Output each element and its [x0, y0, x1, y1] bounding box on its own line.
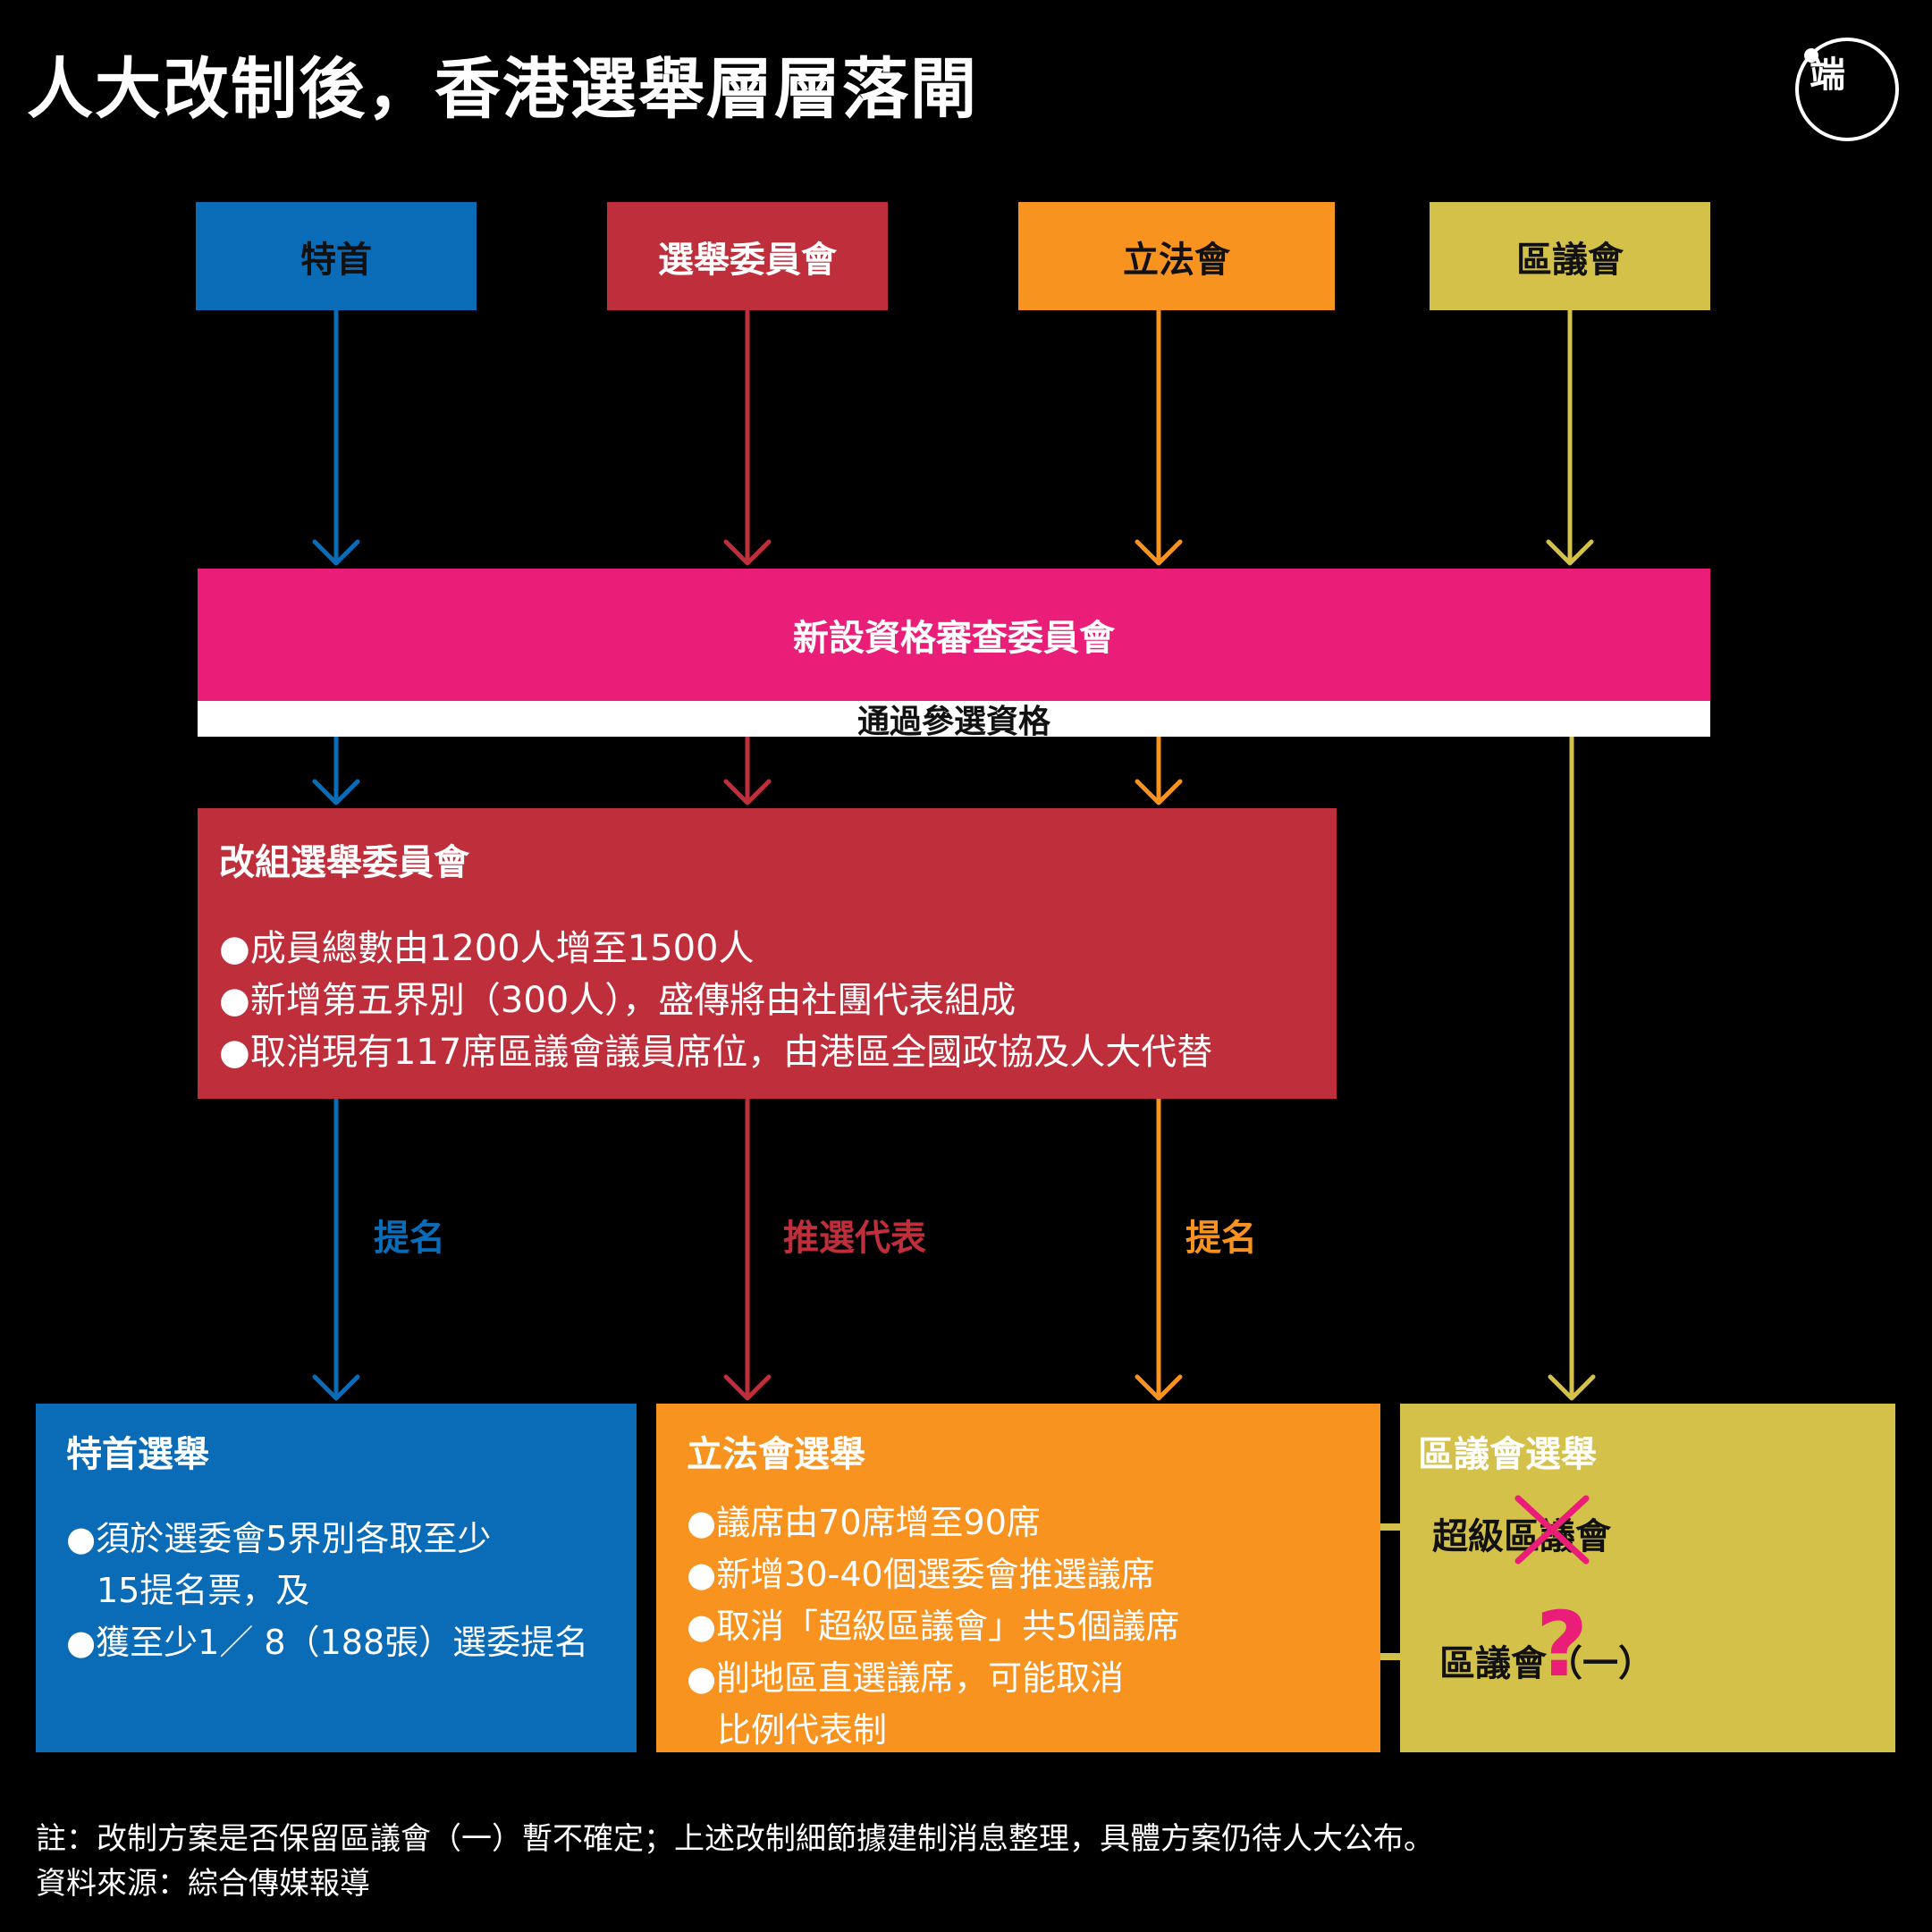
- lc-election-box: 立法會選舉 ●議席由70席增至90席 ●新增30-40個選委會推選議席 ●取消「…: [656, 1404, 1380, 1752]
- question-mark-icon: ?: [1536, 1592, 1589, 1697]
- header-election-committee: 選舉委員會: [607, 202, 888, 310]
- label-ce-nominate: 提名: [374, 1218, 445, 1259]
- ce-election-title: 特首選舉: [66, 1434, 209, 1475]
- arrow-ce-to-vetting: [312, 308, 360, 566]
- arrow-ec-to-lc-election: [723, 1096, 772, 1401]
- restructured-ec-title: 改組選舉委員會: [219, 842, 469, 883]
- restructured-ec-box: 改組選舉委員會 ●成員總數由1200人增至1500人 ●新增第五界別（300人）…: [198, 808, 1337, 1099]
- list-item: ●獲至少1／ 8（188張）選委提名: [66, 1623, 589, 1662]
- dc-election-title: 區議會選舉: [1418, 1434, 1597, 1475]
- super-dc-label: 超級區議會: [1432, 1516, 1611, 1557]
- header-legco: 立法會: [1018, 202, 1335, 310]
- dc-election-box: 區議會選舉: [1400, 1404, 1895, 1752]
- arrow-dc-to-election: [1548, 734, 1596, 1401]
- cross-icon: [1514, 1495, 1590, 1565]
- source-line: 資料來源：綜合傳媒報導: [36, 1866, 370, 1902]
- list-item: 15提名票，及: [97, 1571, 310, 1610]
- list-item: ●新增30-40個選委會推選議席: [687, 1555, 1155, 1594]
- logo: 端: [1795, 38, 1899, 141]
- logo-text: 端: [1810, 55, 1845, 96]
- footnote-line: 註：改制方案是否保留區議會（一）暫不確定；上述改制細節據建制消息整理，具體方案仍…: [36, 1821, 1434, 1857]
- lc-election-title: 立法會選舉: [687, 1434, 865, 1475]
- vetting-committee-box: 新設資格審查委員會: [198, 569, 1710, 701]
- arrow-dc-to-vetting: [1546, 308, 1594, 566]
- arrow-ce-to-ec: [312, 734, 360, 806]
- ce-election-box: 特首選舉 ●須於選委會5界別各取至少 15提名票，及 ●獲至少1／ 8（188張…: [36, 1404, 637, 1752]
- arrow-ce-to-election: [312, 1096, 360, 1401]
- label-lc-nominate: 提名: [1185, 1218, 1257, 1259]
- list-item: ●成員總數由1200人增至1500人: [219, 928, 755, 969]
- header-district-council: 區議會: [1430, 202, 1710, 310]
- arrow-ec-to-ec: [723, 734, 772, 806]
- arrow-lc-to-vetting: [1135, 308, 1183, 566]
- header-chief-executive: 特首: [196, 202, 477, 310]
- list-item: ●新增第五界別（300人），盛傳將由社團代表組成: [219, 980, 1017, 1021]
- list-item: ●取消「超級區議會」共5個議席: [687, 1607, 1180, 1646]
- list-item: ●議席由70席增至90席: [687, 1503, 1041, 1542]
- arrow-ec-to-vetting: [723, 308, 772, 566]
- list-item: ●取消現有117席區議會議員席位，由港區全國政協及人大代替: [219, 1032, 1213, 1073]
- pass-eligibility-strip: 通過參選資格: [198, 701, 1710, 740]
- list-item: ●削地區直選議席，可能取消: [687, 1658, 1125, 1698]
- dc-one-label: 區議會（一）: [1439, 1643, 1654, 1684]
- list-item: ●須於選委會5界別各取至少: [66, 1519, 492, 1558]
- arrow-lc-to-lc-election: [1135, 1096, 1183, 1401]
- footnote: 註：改制方案是否保留區議會（一）暫不確定；上述改制細節據建制消息整理，具體方案仍…: [36, 1817, 1434, 1906]
- logo-dot-icon: [1804, 48, 1818, 63]
- page-title: 人大改制後，香港選舉層層落閘: [27, 51, 978, 128]
- label-lc-select: 推選代表: [783, 1218, 926, 1259]
- arrow-lc-to-ec: [1135, 734, 1183, 806]
- list-item: 比例代表制: [717, 1710, 888, 1750]
